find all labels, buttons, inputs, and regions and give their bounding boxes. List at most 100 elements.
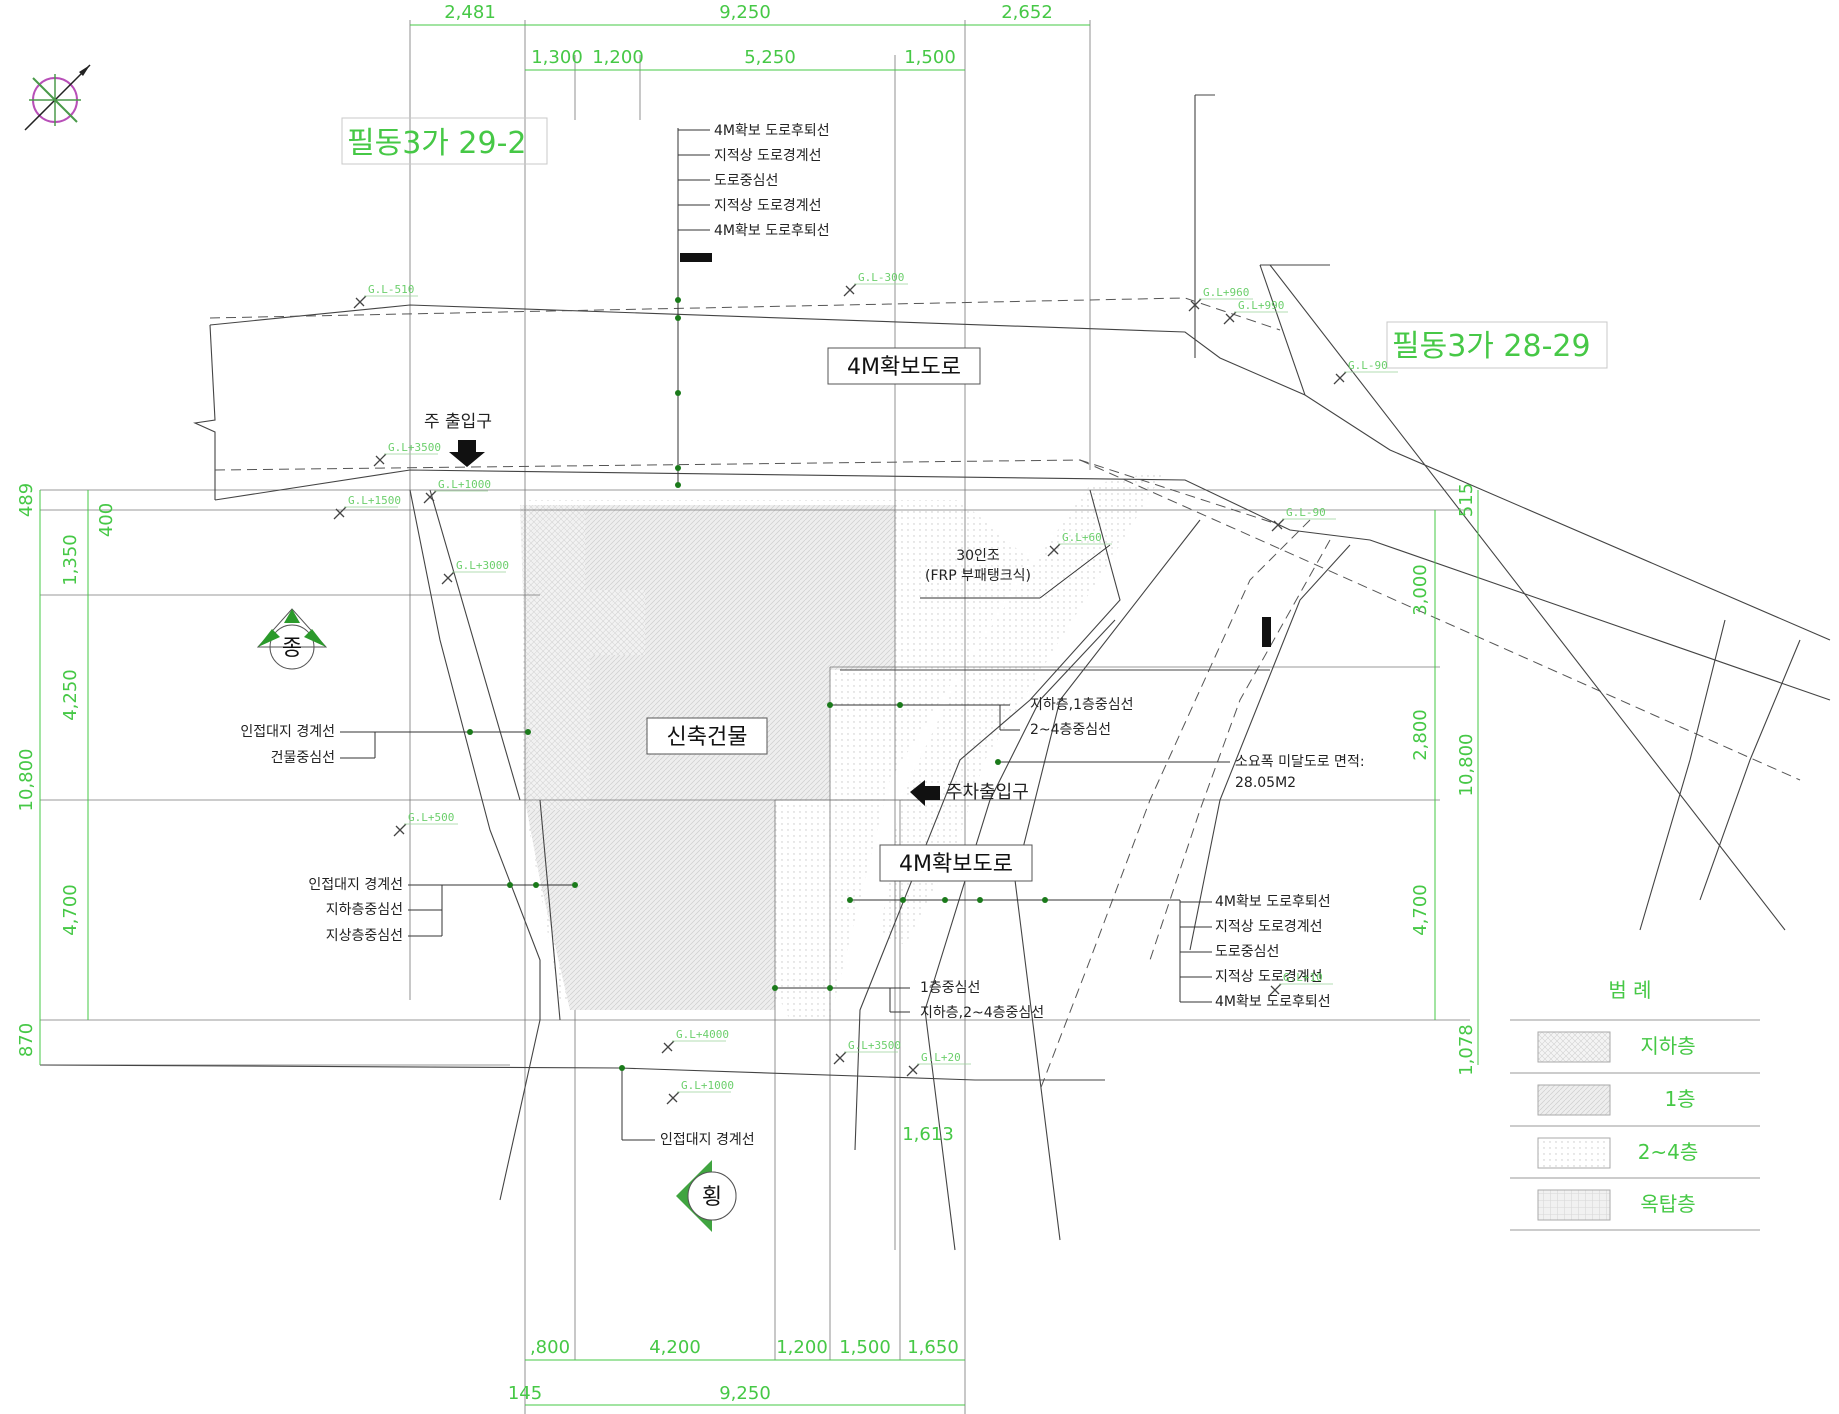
dim-bottom-5: 1,650: [907, 1337, 959, 1358]
svg-text:4M확보 도로후퇴선: 4M확보 도로후퇴선: [1215, 994, 1331, 1010]
road-label-bottom: 4M확보도로: [899, 852, 1013, 877]
svg-text:지적상 도로경계선: 지적상 도로경계선: [714, 198, 822, 214]
left-arrow-icon: [910, 780, 940, 806]
dim-bottom-7: 9,250: [719, 1383, 771, 1404]
level-mark-icon: [666, 1091, 680, 1105]
gl-level-text: G.L+20: [921, 1051, 961, 1064]
gl-tags: G.L-510G.L-300G.L+960G.L+990G.L-90G.L+35…: [333, 271, 1398, 1105]
gl-level-tag: G.L+3000: [441, 559, 509, 585]
main-entrance-label: 주 출입구: [424, 412, 492, 432]
gl-level-text: G.L-90: [1348, 359, 1388, 372]
svg-text:(FRP 부패탱크식): (FRP 부패탱크식): [925, 568, 1031, 584]
level-mark-icon: [441, 571, 455, 585]
compass-rose-icon: [24, 64, 91, 131]
level-mark-icon: [393, 823, 407, 837]
dim-bottom-3: 1,200: [776, 1337, 828, 1358]
svg-text:지하층중심선: 지하층중심선: [326, 902, 403, 918]
dim-left-4: 400: [96, 503, 117, 537]
parking-entrance-label: 주차출입구: [946, 782, 1029, 803]
dim-bottom-8: 1,613: [902, 1124, 954, 1145]
basement-area: [520, 505, 645, 810]
gl-level-text: G.L+990: [1238, 299, 1284, 312]
gl-level-text: G.L-510: [368, 283, 414, 296]
building-label: 신축건물: [667, 725, 748, 750]
lot-labels: 필동3가 29-2 필동3가 28-29: [341, 117, 1608, 369]
gl-level-tag: G.L+10: [1268, 971, 1333, 997]
dim-right-2: 10,800: [1456, 734, 1477, 797]
gl-level-text: G.L+3000: [456, 559, 509, 572]
svg-text:30인조: 30인조: [956, 548, 1000, 564]
dim-bottom-2: 4,200: [649, 1337, 701, 1358]
dim-top-3: 2,652: [1001, 2, 1053, 23]
dim-left-3: 870: [16, 1023, 37, 1057]
dim-top-4: 1,300: [531, 47, 583, 68]
dimensions-right: 515 10,800 1,078 3,000 2,800 4,700: [1410, 483, 1477, 1076]
callout-left-upper: 인접대지 경계선 건물중심선: [240, 724, 531, 766]
dim-right-3: 1,078: [1456, 1024, 1477, 1076]
gl-level-tag: G.L+60: [1047, 531, 1112, 557]
dim-left-1: 489: [16, 483, 37, 517]
gl-level-tag: G.L+500: [393, 811, 458, 837]
level-mark-icon: [373, 453, 387, 467]
road-lines: [39, 94, 1831, 1251]
dim-bottom-4: 1,500: [839, 1337, 891, 1358]
svg-text:28.05M2: 28.05M2: [1235, 775, 1296, 791]
svg-text:건물중심선: 건물중심선: [271, 750, 335, 766]
gl-level-text: G.L+1000: [438, 478, 491, 491]
legend-swatch-basement: [1537, 1031, 1611, 1063]
lot-right-label: 필동3가 28-29: [1392, 329, 1591, 364]
svg-text:인접대지 경계선: 인접대지 경계선: [660, 1132, 755, 1148]
direction-marker-east: 횡: [676, 1160, 737, 1232]
svg-text:인접대지 경계선: 인접대지 경계선: [240, 724, 335, 740]
marker-bar-icon: [680, 253, 712, 262]
legend-item-1f: 1층: [1664, 1087, 1695, 1111]
callout-bottom: 인접대지 경계선: [619, 1065, 755, 1148]
level-mark-icon: [1333, 371, 1347, 385]
dim-top-7: 1,500: [904, 47, 956, 68]
gl-level-tag: G.L+990: [1223, 299, 1288, 325]
gl-level-text: G.L+4000: [676, 1028, 729, 1041]
legend-item-basement: 지하층: [1640, 1034, 1695, 1058]
svg-text:도로중심선: 도로중심선: [1215, 944, 1279, 960]
dim-right-6: 4,700: [1410, 884, 1431, 936]
gl-level-tag: G.L+1000: [423, 478, 491, 504]
legend-swatch-1f: [1537, 1084, 1611, 1116]
gl-level-tag: G.L+3500: [833, 1039, 901, 1065]
gl-level-text: G.L+1000: [681, 1079, 734, 1092]
septic-tank-label: 30인조 (FRP 부패탱크식): [920, 544, 1111, 599]
grid-lines: [40, 20, 1470, 1414]
direction-marker-north: 종: [256, 608, 328, 670]
dim-top-1: 2,481: [444, 2, 496, 23]
callout-left-lower: 인접대지 경계선 지하층중심선 지상층중심선: [308, 877, 578, 944]
svg-text:소요폭 미달도로 면적:: 소요폭 미달도로 면적:: [1235, 754, 1365, 770]
gl-level-tag: G.L+1000: [666, 1079, 734, 1105]
dim-left-2: 10,800: [16, 749, 37, 812]
level-mark-icon: [843, 283, 857, 297]
gl-level-text: G.L+3500: [388, 441, 441, 454]
dim-right-1: 515: [1456, 483, 1477, 517]
dimensions-top: 2,481 9,250 2,652 1,300 1,200 5,250 1,50…: [444, 2, 1053, 68]
road-widening-area: [880, 470, 1165, 945]
gl-level-tag: G.L+4000: [661, 1028, 729, 1054]
legend-swatch-roof: [1537, 1189, 1611, 1221]
dim-bottom-1: ,800: [530, 1337, 570, 1358]
road-label-top: 4M확보도로: [847, 355, 961, 380]
svg-text:1층중심선: 1층중심선: [920, 980, 980, 996]
legend-title: 범 례: [1608, 978, 1651, 1002]
svg-text:지하층,1층중심선: 지하층,1층중심선: [1030, 697, 1134, 713]
marker-bar-icon: [1262, 617, 1271, 647]
hatch-regions: [520, 470, 1165, 1020]
level-mark-icon: [1271, 518, 1285, 532]
gl-level-tag: G.L+20: [906, 1051, 971, 1077]
gl-level-text: G.L+1500: [348, 494, 401, 507]
entrances: 주 출입구 주차출입구: [424, 412, 1029, 806]
gl-level-text: G.L+500: [408, 811, 454, 824]
level-mark-icon: [423, 490, 437, 504]
level-mark-icon: [353, 295, 367, 309]
svg-text:도로중심선: 도로중심선: [714, 173, 778, 189]
gl-level-text: G.L-90: [1286, 506, 1326, 519]
gl-level-text: G.L+10: [1283, 971, 1323, 984]
level-mark-icon: [333, 506, 347, 520]
svg-text:인접대지 경계선: 인접대지 경계선: [308, 877, 403, 893]
